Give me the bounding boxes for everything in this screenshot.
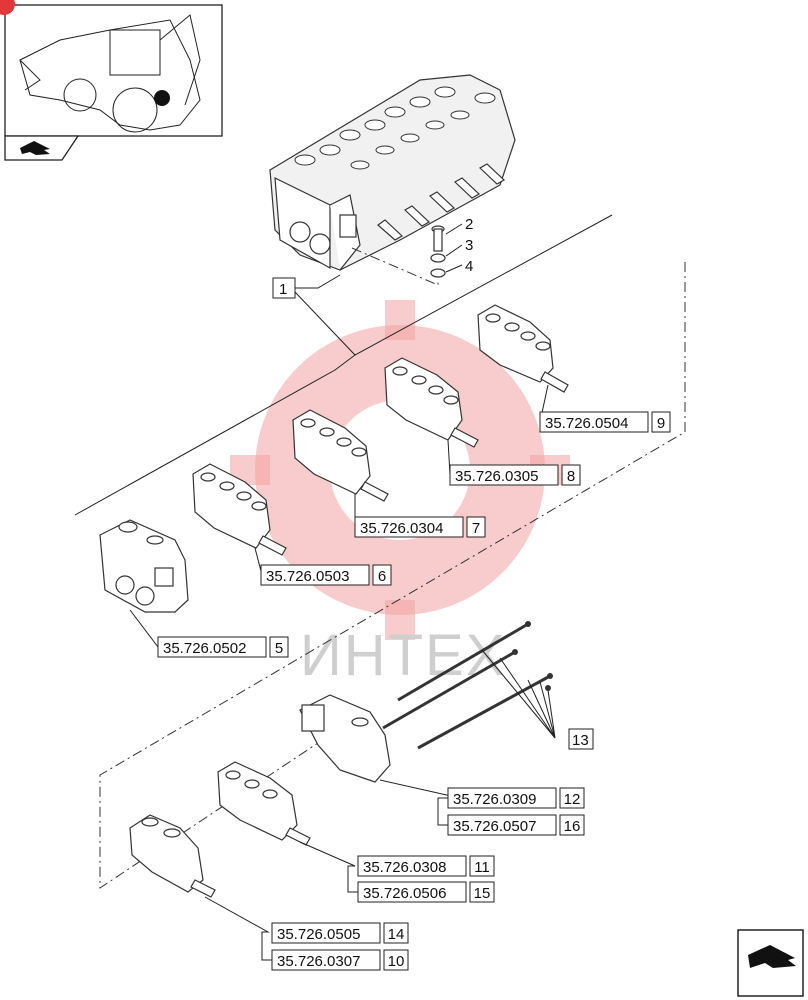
callout-13-box xyxy=(568,728,594,750)
part-number-box xyxy=(269,636,289,658)
part-code-box xyxy=(354,516,464,538)
part-number-box xyxy=(383,949,409,971)
part-code-box xyxy=(271,922,381,944)
part-label-7: 35.726.0304 7 xyxy=(354,516,486,538)
part-code: 35.726.0503 xyxy=(266,568,349,585)
section-12-16 xyxy=(299,694,391,783)
part-number: 6 xyxy=(378,568,386,585)
valve-assembly xyxy=(269,74,516,271)
part-label-10: 35.726.0307 10 xyxy=(271,949,409,971)
section-5 xyxy=(99,519,189,613)
part-number: 10 xyxy=(388,953,405,970)
part-number-box xyxy=(466,516,486,538)
callout-3: 3 xyxy=(465,237,473,254)
part-number-box xyxy=(561,464,581,486)
washer-3 xyxy=(430,253,446,263)
part-number: 7 xyxy=(472,520,480,537)
part-label-9: 35.726.0504 9 xyxy=(539,411,671,433)
section-9 xyxy=(477,304,569,393)
part-code-box xyxy=(357,855,467,877)
part-number-box xyxy=(559,814,585,836)
part-label-16: 35.726.0507 16 xyxy=(447,814,585,836)
part-number-box xyxy=(372,564,392,586)
part-number: 5 xyxy=(275,640,283,657)
part-code-box xyxy=(260,564,370,586)
part-label-6: 35.726.0503 6 xyxy=(260,564,392,586)
part-code-box xyxy=(447,814,557,836)
section-11-15 xyxy=(217,761,311,846)
part-number: 8 xyxy=(567,468,575,485)
part-code-box xyxy=(449,464,559,486)
part-number-box xyxy=(559,787,585,809)
nut-4 xyxy=(430,268,446,278)
part-code-box xyxy=(539,411,649,433)
part-code: 35.726.0507 xyxy=(453,818,536,835)
part-number: 16 xyxy=(564,818,581,835)
page-turn-arrow-icon[interactable] xyxy=(4,135,80,161)
part-number-box xyxy=(469,855,495,877)
next-page-arrow-icon[interactable] xyxy=(737,929,804,997)
part-number-box xyxy=(651,411,671,433)
bolt-2 xyxy=(431,225,445,252)
part-code: 35.726.0504 xyxy=(545,415,628,432)
part-label-5: 35.726.0502 5 xyxy=(157,636,289,658)
part-code: 35.726.0309 xyxy=(453,791,536,808)
callout-2: 2 xyxy=(465,216,473,233)
callout-1: 1 xyxy=(279,281,287,298)
part-label-15: 35.726.0506 15 xyxy=(357,881,495,903)
part-code-box xyxy=(157,636,267,658)
part-code: 35.726.0307 xyxy=(277,953,360,970)
part-code-box xyxy=(447,787,557,809)
tie-rods-13 xyxy=(382,621,556,750)
red-dot-icon xyxy=(0,0,15,15)
section-8 xyxy=(384,357,479,448)
part-label-8: 35.726.0305 8 xyxy=(449,464,581,486)
part-code: 35.726.0304 xyxy=(360,520,443,537)
part-code: 35.726.0502 xyxy=(163,640,246,657)
part-number: 14 xyxy=(388,926,405,943)
callout-13: 13 xyxy=(572,732,589,749)
part-number: 12 xyxy=(564,791,581,808)
part-label-11: 35.726.0308 11 xyxy=(357,855,495,877)
part-code: 35.726.0308 xyxy=(363,859,446,876)
part-label-12: 35.726.0309 12 xyxy=(447,787,585,809)
part-code: 35.726.0506 xyxy=(363,885,446,902)
watermark-gear-icon xyxy=(230,300,570,640)
part-code: 35.726.0505 xyxy=(277,926,360,943)
part-number: 15 xyxy=(474,885,491,902)
part-code-box xyxy=(357,881,467,903)
section-10-14 xyxy=(129,814,216,898)
callout-4: 4 xyxy=(465,258,473,275)
part-code: 35.726.0305 xyxy=(455,468,538,485)
section-6 xyxy=(192,463,287,556)
part-number: 9 xyxy=(657,415,665,432)
part-number-box xyxy=(383,922,409,944)
location-marker-icon xyxy=(154,90,170,106)
part-number: 11 xyxy=(474,859,490,876)
section-7 xyxy=(292,409,389,502)
machine-thumbnail xyxy=(4,4,223,137)
part-label-14: 35.726.0505 14 xyxy=(271,922,409,944)
part-code-box xyxy=(271,949,381,971)
part-number-box xyxy=(469,881,495,903)
